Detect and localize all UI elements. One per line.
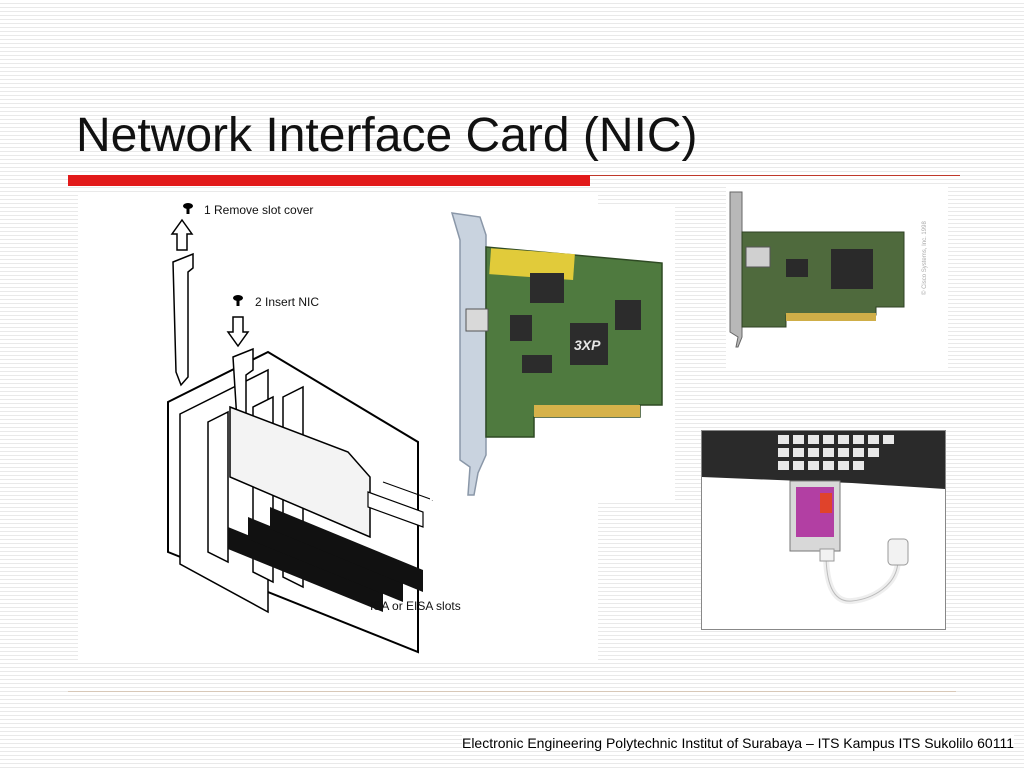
up-arrow-icon	[170, 218, 194, 251]
photo-credit: © Cisco Systems, Inc. 1998	[922, 221, 928, 295]
footer-divider	[68, 691, 956, 692]
step-remove-slot-cover: 1 Remove slot cover	[204, 203, 314, 217]
step-insert-nic: 2 Insert NIC	[255, 295, 320, 309]
nic-chip-label: 3XP	[574, 337, 601, 353]
small-nic-photo: © Cisco Systems, Inc. 1998	[726, 187, 948, 369]
installation-diagram-svg	[167, 203, 434, 654]
pcmcia-nic-photo	[701, 430, 946, 630]
title-underline-thin	[590, 175, 960, 176]
pci-nic-photo: 3XP	[430, 205, 675, 500]
isa-eisa-slots-label: ISA or EISA slots	[370, 599, 461, 613]
down-arrow-icon	[226, 316, 250, 348]
footer-text: Electronic Engineering Polytechnic Insti…	[461, 735, 1014, 751]
screw-icon	[233, 295, 243, 306]
slide-title: Network Interface Card (NIC)	[76, 109, 698, 162]
title-underline-red	[68, 175, 590, 186]
screw-icon	[183, 203, 193, 214]
